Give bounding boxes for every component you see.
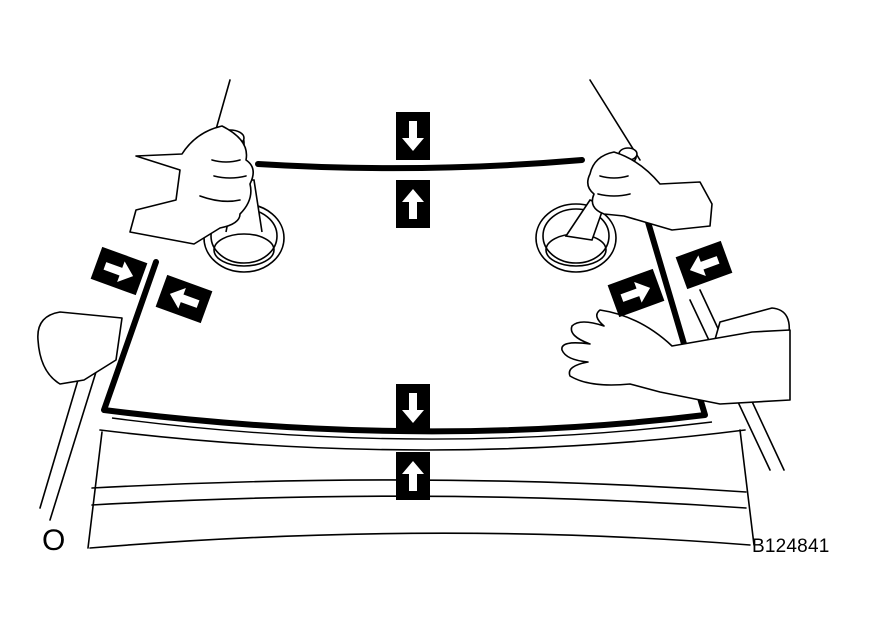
arrow-marker-left-left: [155, 274, 213, 324]
figure-reference-code: B124841: [752, 536, 830, 557]
arrow-marker-top-up: [396, 180, 430, 228]
right-suction-cup: [535, 147, 638, 273]
arrow-marker-bottom-down: [396, 384, 430, 432]
right-hand-pressing: [561, 309, 791, 405]
arrow-up-icon: [402, 189, 424, 219]
arrow-left-icon: [169, 287, 200, 309]
arrow-marker-bottom-up: [396, 452, 430, 500]
windshield-inner-edge: [111, 417, 713, 440]
arrow-marker-right-right: [607, 268, 665, 318]
arrow-right-icon: [620, 281, 651, 303]
right-hand-holding: [586, 151, 713, 231]
arrow-marker-right-left: [675, 240, 733, 290]
arrow-marker-left-right: [90, 246, 148, 296]
view-mark-label: O: [42, 524, 66, 557]
arrow-marker-top-down: [396, 112, 430, 160]
arrow-left-icon: [689, 255, 720, 277]
arrow-up-icon: [402, 461, 424, 491]
arrow-right-icon: [103, 261, 134, 283]
arrow-down-icon: [402, 121, 424, 151]
arrow-down-icon: [402, 393, 424, 423]
left-side-mirror: [37, 311, 123, 385]
left-hand: [129, 125, 254, 245]
